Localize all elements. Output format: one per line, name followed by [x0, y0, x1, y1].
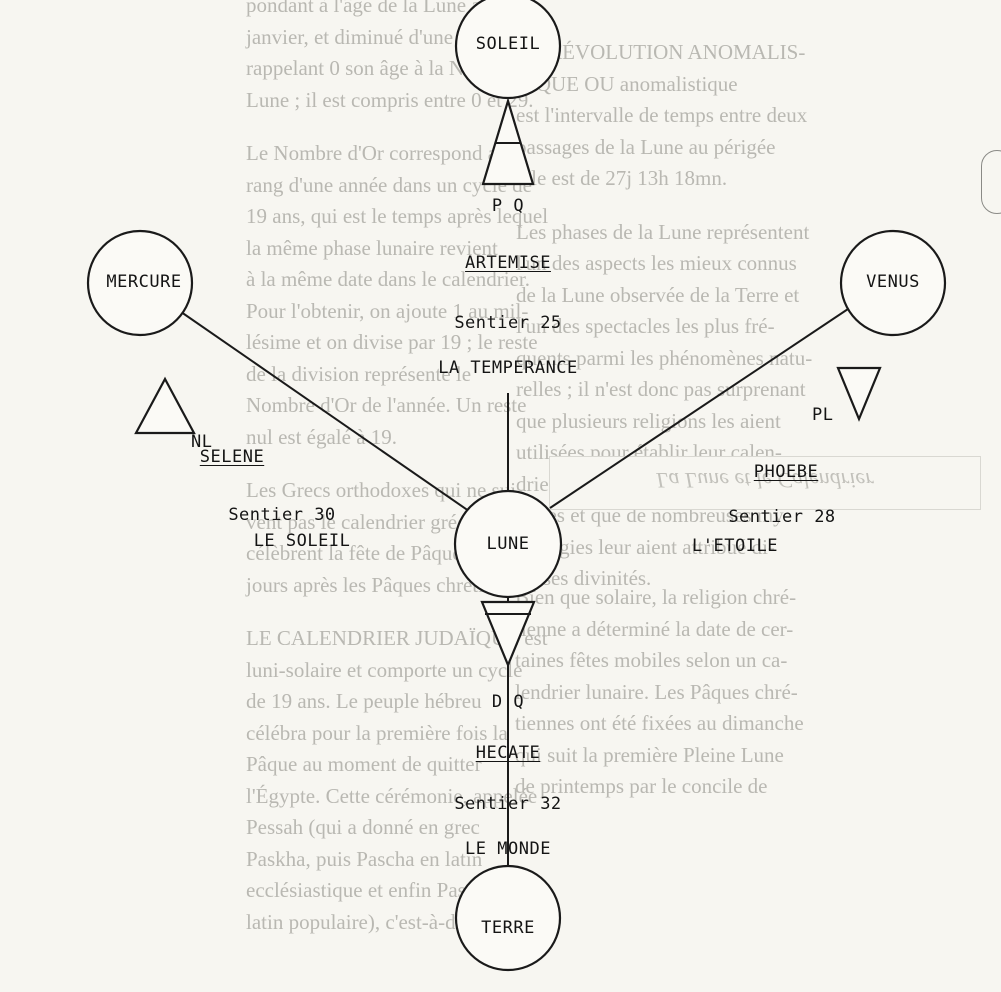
- node-label-venus: VENUS: [864, 272, 922, 292]
- background-text-line: l'un des spectacles les plus fré-: [516, 314, 775, 338]
- first-quarter-symbol: [481, 97, 535, 186]
- page-edge-mark: [981, 150, 1001, 214]
- node-label-terre: TERRE: [479, 918, 537, 938]
- background-text-line: Pour l'obtenir, on ajoute 1 au mil-: [246, 298, 529, 323]
- phase-label-new-moon: NL: [191, 432, 213, 452]
- background-text-line: luni-solaire et comporte un cycle: [246, 657, 523, 682]
- path-sentier-25: Sentier 25: [454, 313, 562, 333]
- background-text-line: la même phase lunaire revient: [246, 235, 498, 260]
- background-text-line: 19 ans, qui est le temps après lequel: [246, 204, 549, 228]
- background-text-line: Les Grecs orthodoxes qui ne sui-: [246, 478, 524, 502]
- background-text-line: Bien que solaire, la religion chré-: [515, 585, 797, 609]
- background-text-line: tiennes ont été fixées au dimanche: [515, 711, 804, 735]
- background-text-line: relles ; il n'est donc pas surprenant: [516, 377, 806, 401]
- background-text-line: qui suit la première Pleine Lune: [515, 742, 784, 767]
- background-text-line: pondant à l'âge de la Lune au 1er: [246, 0, 524, 17]
- background-text-line: lendrier lunaire. Les Pâques chré-: [515, 679, 798, 704]
- path-deity-artemise: ARTEMISE: [465, 253, 551, 273]
- background-text-line: l'un des aspects les mieux connus: [516, 251, 797, 275]
- background-text-line: tienne a déterminé la date de cer-: [515, 616, 794, 641]
- path-arcana-l-etoile: L'ETOILE: [692, 536, 778, 556]
- background-text-line: taines fêtes mobiles selon un ca-: [515, 648, 788, 672]
- background-text-line: Les phases de la Lune représentent: [516, 219, 810, 244]
- background-text-line: Le Nombre d'Or correspond au: [246, 141, 508, 165]
- background-text-line: Paskha, puis Pascha en latin: [246, 846, 483, 871]
- background-text-line: que plusieurs religions les aient: [516, 408, 781, 433]
- last-quarter-symbol: [480, 600, 536, 668]
- background-text-line: de 19 ans. Le peuple hébreu: [246, 689, 482, 713]
- path-line-venus-lune: [549, 300, 861, 509]
- full-moon-symbol: [836, 366, 882, 422]
- phase-label-full-moon: PL: [812, 405, 834, 425]
- background-text-line: latin populaire), c'est-à-dire: [246, 909, 478, 934]
- background-text-line: passages de la Lune au périgée: [516, 134, 776, 159]
- path-arcana-le-soleil: LE SOLEIL: [253, 531, 351, 551]
- background-text-line: de la division représente le: [246, 361, 472, 386]
- path-deity-hecate: HECATE: [475, 743, 541, 763]
- path-sentier-30: Sentier 30: [228, 505, 336, 525]
- phase-label-first-quarter: P Q: [491, 196, 525, 216]
- background-text-line: LA RÉVOLUTION ANOMALIS-: [516, 40, 806, 64]
- background-text-line: à la même date dans le calendrier.: [246, 267, 530, 291]
- node-label-lune: LUNE: [484, 534, 532, 554]
- background-text-line: de printemps par le concile de: [515, 774, 768, 798]
- background-text-line: l'Égypte. Cette cérémonie, appelée: [246, 783, 538, 808]
- node-label-soleil: SOLEIL: [473, 34, 543, 54]
- path-arcana-le-monde: LE MONDE: [465, 839, 551, 859]
- path-sentier-32: Sentier 32: [454, 794, 562, 814]
- background-text-line: est l'intervalle de temps entre deux: [516, 103, 808, 127]
- background-text-line: de la Lune observée de la Terre et: [516, 282, 800, 307]
- background-text-line: Pâque au moment de quitter: [246, 752, 482, 776]
- background-text-line: lésime et on divise par 19 ; le reste: [246, 330, 538, 354]
- caption-box: La Lune et le Calendrier: [549, 456, 981, 510]
- path-deity-phoebe: PHOEBE: [753, 462, 819, 482]
- background-text-line: célébra pour la première fois la: [246, 720, 508, 745]
- path-sentier-28: Sentier 28: [728, 507, 836, 527]
- background-text-right-lower: Bien que solaire, la religion chré-tienn…: [515, 582, 995, 803]
- path-arcana-la-temperance: LA TEMPERANCE: [438, 358, 578, 378]
- background-text-line: TIQUE OU anomalistique: [516, 71, 738, 96]
- new-moon-symbol: [134, 376, 196, 435]
- phase-label-last-quarter: D Q: [491, 692, 525, 712]
- background-text-line: Nombre d'Or de l'année. Un reste: [246, 393, 527, 417]
- background-text-line: elle est de 27j 13h 18mn.: [516, 166, 728, 190]
- background-text-line: Pessah (qui a donné en grec: [246, 815, 480, 839]
- node-label-mercure: MERCURE: [104, 272, 184, 292]
- path-deity-selene: SELENE: [199, 447, 265, 467]
- path-line-mercure-lune: [170, 304, 480, 519]
